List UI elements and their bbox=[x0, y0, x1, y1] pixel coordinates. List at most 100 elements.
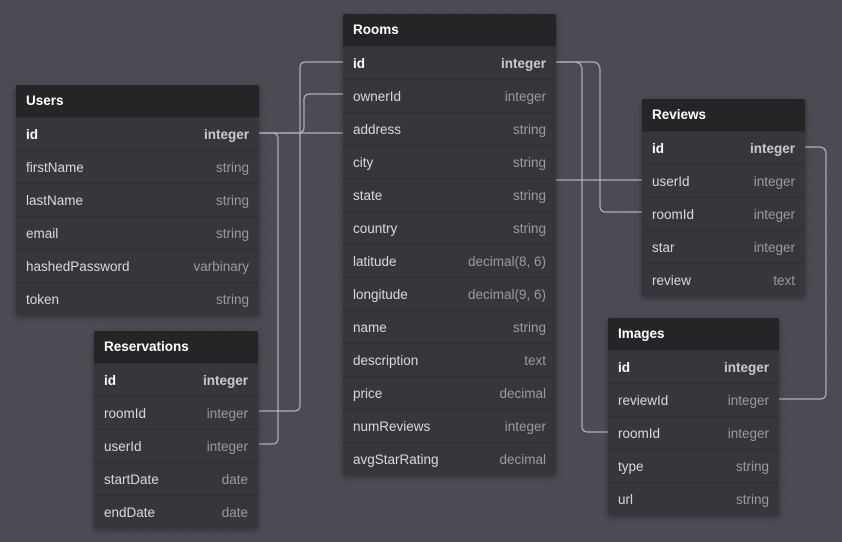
column-name: country bbox=[353, 220, 398, 236]
column-type: integer bbox=[727, 425, 769, 441]
column-type: string bbox=[512, 220, 546, 236]
column-type: integer bbox=[753, 239, 795, 255]
connector-reservations-roomid-rooms-id bbox=[259, 61, 343, 412]
rooms-table-header[interactable]: Rooms bbox=[343, 14, 556, 46]
column-type: string bbox=[512, 154, 546, 170]
column-name: ownerId bbox=[353, 88, 402, 104]
reviews-table-header[interactable]: Reviews bbox=[642, 99, 805, 131]
column-name: lastName bbox=[26, 192, 84, 208]
column-name: url bbox=[618, 491, 634, 507]
column-name: star bbox=[652, 239, 675, 255]
column-type: string bbox=[512, 121, 546, 137]
reviews-column-star[interactable]: star integer bbox=[642, 230, 805, 263]
column-name: userId bbox=[104, 438, 142, 454]
column-name: longitude bbox=[353, 286, 408, 302]
connector-rooms-ownerid-users-id bbox=[259, 93, 343, 134]
column-name: reviewId bbox=[618, 392, 669, 408]
column-type: string bbox=[215, 291, 249, 307]
column-name: latitude bbox=[353, 253, 397, 269]
column-type: decimal(9, 6) bbox=[467, 286, 546, 302]
rooms-column-country[interactable]: country string bbox=[343, 211, 556, 244]
column-type: date bbox=[221, 504, 248, 520]
images-column-roomid[interactable]: roomId integer bbox=[608, 416, 779, 449]
column-type: string bbox=[215, 225, 249, 241]
column-type: string bbox=[735, 491, 769, 507]
column-name: avgStarRating bbox=[353, 451, 439, 467]
rooms-column-price[interactable]: price decimal bbox=[343, 376, 556, 409]
reservations-table-header[interactable]: Reservations bbox=[94, 331, 258, 363]
column-name: price bbox=[353, 385, 383, 401]
column-name: startDate bbox=[104, 471, 159, 487]
rooms-column-avgstarrating[interactable]: avgStarRating decimal bbox=[343, 442, 556, 475]
column-name: name bbox=[353, 319, 387, 335]
column-name: id bbox=[652, 140, 664, 156]
column-name: roomId bbox=[104, 405, 147, 421]
column-type: string bbox=[735, 458, 769, 474]
column-name: roomId bbox=[652, 206, 695, 222]
column-name: review bbox=[652, 272, 692, 288]
column-name: endDate bbox=[104, 504, 156, 520]
column-name: type bbox=[618, 458, 644, 474]
column-type: integer bbox=[723, 359, 769, 375]
column-name: id bbox=[353, 55, 365, 71]
connector-images-roomid-rooms-id bbox=[556, 61, 608, 433]
column-name: city bbox=[353, 154, 374, 170]
connector-reservations-userid-users-id bbox=[259, 132, 279, 445]
rooms-column-city[interactable]: city string bbox=[343, 145, 556, 178]
users-table-header[interactable]: Users bbox=[16, 85, 259, 117]
column-name: id bbox=[104, 372, 116, 388]
users-column-email[interactable]: email string bbox=[16, 216, 259, 249]
images-column-id[interactable]: id integer bbox=[608, 350, 779, 383]
reservations-column-enddate[interactable]: endDate date bbox=[94, 495, 258, 528]
images-column-url[interactable]: url string bbox=[608, 482, 779, 515]
reviews-column-roomid[interactable]: roomId integer bbox=[642, 197, 805, 230]
images-column-type[interactable]: type string bbox=[608, 449, 779, 482]
column-name: address bbox=[353, 121, 402, 137]
users-column-id[interactable]: id integer bbox=[16, 117, 259, 150]
users-column-token[interactable]: token string bbox=[16, 282, 259, 315]
column-name: token bbox=[26, 291, 60, 307]
rooms-column-address[interactable]: address string bbox=[343, 112, 556, 145]
column-name: email bbox=[26, 225, 59, 241]
reservations-column-userid[interactable]: userId integer bbox=[94, 429, 258, 462]
column-type: text bbox=[524, 352, 546, 368]
column-type: integer bbox=[753, 206, 795, 222]
column-type: integer bbox=[206, 438, 248, 454]
column-name: userId bbox=[652, 173, 690, 189]
column-name: id bbox=[618, 359, 630, 375]
column-type: integer bbox=[500, 55, 546, 71]
column-type: decimal bbox=[499, 451, 546, 467]
rooms-column-id[interactable]: id integer bbox=[343, 46, 556, 79]
column-name: numReviews bbox=[353, 418, 431, 434]
column-type: string bbox=[215, 192, 249, 208]
column-type: decimal(8, 6) bbox=[467, 253, 546, 269]
users-column-lastname[interactable]: lastName string bbox=[16, 183, 259, 216]
column-name: roomId bbox=[618, 425, 661, 441]
rooms-column-latitude[interactable]: latitude decimal(8, 6) bbox=[343, 244, 556, 277]
column-name: hashedPassword bbox=[26, 258, 130, 274]
column-name: id bbox=[26, 126, 38, 142]
column-type: decimal bbox=[499, 385, 546, 401]
rooms-column-longitude[interactable]: longitude decimal(9, 6) bbox=[343, 277, 556, 310]
images-table-header[interactable]: Images bbox=[608, 318, 779, 350]
column-type: integer bbox=[203, 126, 249, 142]
